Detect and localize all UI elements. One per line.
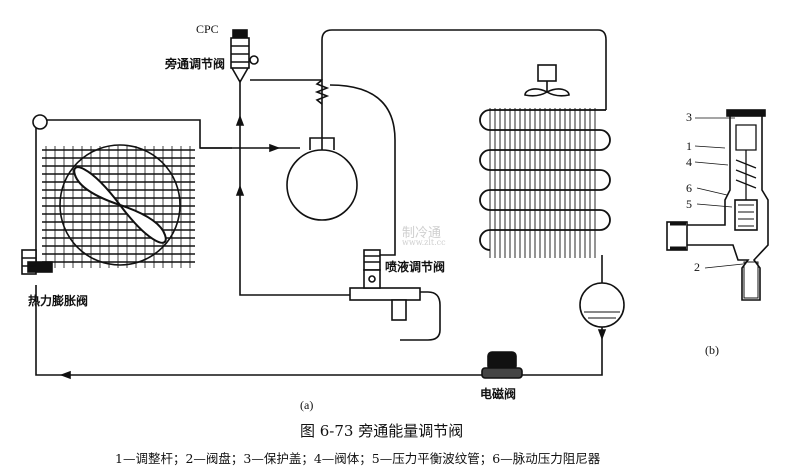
condenser-tube (479, 109, 611, 251)
part-number: 5 (686, 197, 692, 211)
compressor (286, 149, 358, 221)
bypass-valve-label: 旁通调节阀 (165, 57, 226, 71)
fan-blade-icon (73, 166, 167, 244)
spring (314, 79, 330, 105)
evaporator (42, 146, 195, 268)
cpc-label: CPC (196, 22, 219, 36)
evaporator-fan-ring (59, 144, 181, 266)
injection-valve-label: 喷液调节阀 (385, 260, 446, 274)
solenoid-valve-label: 电磁阀 (480, 387, 517, 401)
injection-valve (349, 249, 421, 321)
part-number: 4 (686, 155, 692, 169)
part-number: 6 (686, 181, 692, 195)
expansion-valve (21, 249, 53, 275)
watermark: 制冷通 (402, 226, 442, 241)
part-number: 2 (694, 260, 700, 274)
condenser-fan-icon (524, 64, 570, 97)
receiver (579, 282, 625, 328)
valve-cross-section (666, 109, 769, 301)
part-number: 1 (686, 139, 692, 153)
bypass-valve (230, 29, 259, 84)
condenser (479, 108, 611, 258)
subfigure-b-label: (b) (705, 343, 719, 357)
part-number: 3 (686, 110, 692, 124)
expansion-valve-label: 热力膨胀阀 (28, 294, 89, 308)
figure-title: 图 6-73 旁通能量调节阀 (300, 422, 464, 440)
subfigure-a-label: (a) (300, 398, 314, 412)
solenoid-valve (481, 351, 523, 379)
figure-legend: 1—调整杆；2—阀盘；3—保护盖；4—阀体；5—压力平衡波纹管；6—脉动压力阻尼… (115, 451, 601, 466)
watermark-url: www.zlt.cc (402, 238, 446, 247)
